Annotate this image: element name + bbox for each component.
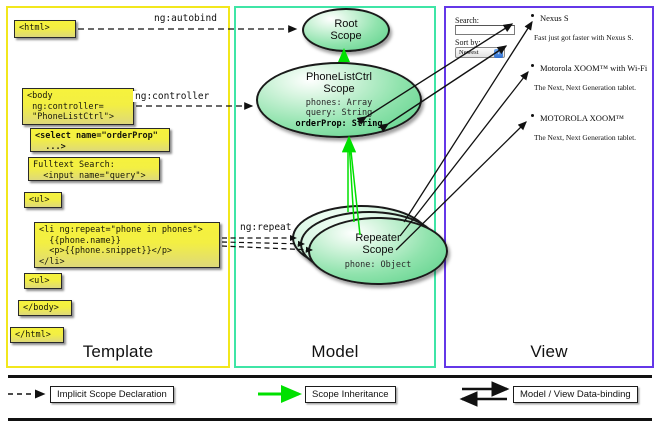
legend-label-databinding: Model / View Data-binding <box>513 386 638 403</box>
legend-label-inheritance: Scope Inheritance <box>305 386 396 403</box>
template-box-li-repeat: <li ng:repeat="phone in phones"> {{phone… <box>34 222 220 268</box>
legend-rule-top <box>8 375 652 378</box>
search-input[interactable] <box>455 25 515 35</box>
edge-label-ng-repeat: ng:repeat <box>238 222 294 233</box>
column-model: Model <box>234 6 436 368</box>
legend: Implicit Scope Declaration Scope Inherit… <box>0 374 660 421</box>
phone-snippet-1: Fast just got faster with Nexus S. <box>534 33 634 42</box>
column-view: View <box>444 6 654 368</box>
view-sort-label: Sort by: <box>455 38 481 47</box>
column-label-template: Template <box>82 342 154 361</box>
bullet-icon <box>531 64 534 67</box>
phone-name-1: Nexus S <box>540 13 569 23</box>
template-box-body-open: <body ng:controller= "PhoneListCtrl"> <box>22 88 134 125</box>
edge-label-ng-autobind: ng:autobind <box>152 13 219 24</box>
phone-name-3: MOTOROLA XOOM™ <box>540 113 624 123</box>
scope-root: Root Scope <box>302 8 390 52</box>
scope-repeater-title-1: Repeater <box>355 231 401 244</box>
scope-root-title-2: Scope <box>330 30 362 42</box>
phone-snippet-3: The Next, Next Generation tablet. <box>534 133 637 142</box>
edge-label-ng-controller: ng:controller <box>133 91 212 102</box>
template-box-fulltext: Fulltext Search: <input name="query"> <box>28 157 160 181</box>
list-item-phone-3[interactable]: MOTOROLA XOOM™ <box>531 113 624 123</box>
legend-rule-bottom <box>8 418 652 421</box>
view-search-label: Search: <box>455 16 479 25</box>
scope-phonelistctrl-title-1: PhoneListCtrl <box>305 70 373 83</box>
scope-prop-phones: phones: Array <box>305 97 373 108</box>
sort-by-select[interactable]: Newest ↕ <box>455 47 505 58</box>
template-box-ul-open: <ul> <box>24 192 62 208</box>
sort-by-selected-value: Newest <box>459 49 479 56</box>
phone-name-2: Motorola XOOM™ with Wi-Fi <box>540 63 648 73</box>
column-label-view: View <box>530 342 568 361</box>
template-box-body-close: </body> <box>18 300 72 316</box>
bullet-icon <box>531 14 534 17</box>
scope-phonelistctrl: PhoneListCtrl Scope phones: Array query:… <box>256 62 422 138</box>
scope-repeater-title-2: Scope <box>362 244 394 257</box>
scope-prop-query: query: String <box>305 108 373 119</box>
template-box-select: <select name="orderProp" ...> <box>30 128 170 152</box>
scope-root-title-1: Root <box>334 18 358 30</box>
phone-snippet-2: The Next, Next Generation tablet. <box>534 83 637 92</box>
chevron-updown-icon: ↕ <box>494 49 503 58</box>
template-box-ul-close: <ul> <box>24 273 62 289</box>
scope-repeater: Repeater Scope phone: Object <box>308 217 448 285</box>
scope-prop-orderprop: orderProp: String <box>295 118 383 129</box>
template-box-html-close: </html> <box>10 327 64 343</box>
scope-prop-phone: phone: Object <box>344 259 412 270</box>
bullet-icon <box>531 114 534 117</box>
list-item-phone-2[interactable]: Motorola XOOM™ with Wi-Fi <box>531 63 648 73</box>
column-label-model: Model <box>311 342 359 361</box>
list-item-phone-1[interactable]: Nexus S <box>531 13 569 23</box>
template-box-html-open: <html> <box>14 20 76 38</box>
scope-phonelistctrl-title-2: Scope <box>323 83 355 96</box>
legend-label-implicit: Implicit Scope Declaration <box>50 386 174 403</box>
